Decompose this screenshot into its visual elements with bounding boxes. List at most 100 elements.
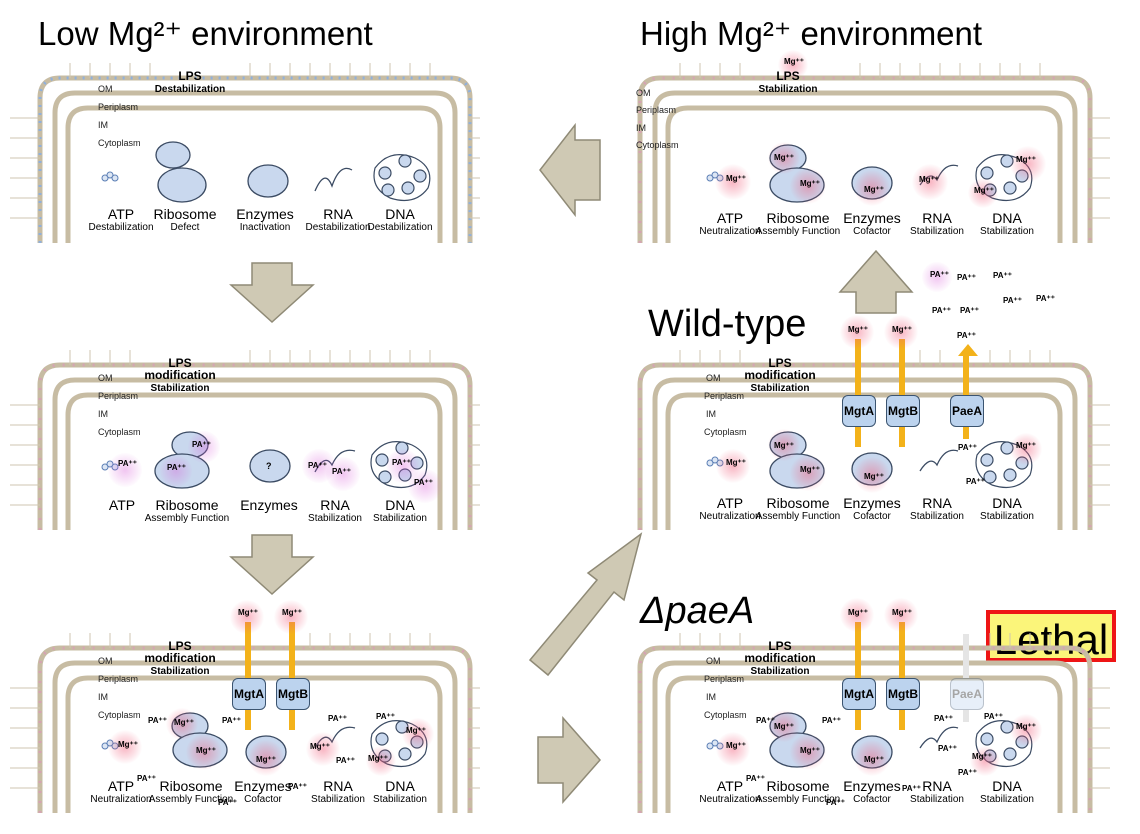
mg-ion-atp: Mg⁺⁺ <box>726 174 746 183</box>
mg-ion-ribosome-1: Mg⁺⁺ <box>774 722 794 731</box>
label-im: IM <box>98 120 108 130</box>
mg-ion-outside-1: Mg⁺⁺ <box>848 325 868 334</box>
ribosome-large-subunit-icon <box>157 167 207 203</box>
enzyme-icon <box>851 735 893 769</box>
mg-ion-dna-1: Mg⁺⁺ <box>406 726 426 735</box>
arrow-down-icon-1 <box>229 262 315 324</box>
pa-ion-5: PA⁺⁺ <box>336 756 355 765</box>
pa-ion-1: PA⁺⁺ <box>148 716 167 725</box>
label-im: IM <box>706 692 716 702</box>
mgta-channel: MgtA <box>842 395 876 427</box>
mgtb-channel: MgtB <box>886 395 920 427</box>
mg-ion-ribosome-2: Mg⁺⁺ <box>196 746 216 755</box>
mg-ion-rna: Mg⁺⁺ <box>310 742 330 751</box>
pa-ion-exported-5: PA⁺⁺ <box>960 306 979 315</box>
pa-ion-exported-7: PA⁺⁺ <box>1036 294 1055 303</box>
mg-ion-outside-1: Mg⁺⁺ <box>238 608 258 617</box>
dna-icon <box>975 720 1033 767</box>
atp-icon <box>101 739 119 750</box>
dna-icon <box>373 154 431 201</box>
mg-ion-outside-2: Mg⁺⁺ <box>892 325 912 334</box>
mg-ion-atp: Mg⁺⁺ <box>118 740 138 749</box>
rna-strand-icon <box>919 449 959 472</box>
mg-ion-rna: Mg⁺⁺ <box>919 175 939 184</box>
mg-ion-outside-2: Mg⁺⁺ <box>282 608 302 617</box>
label-im: IM <box>98 692 108 702</box>
heading-delta-paea: ΔpaeA <box>640 590 755 632</box>
label-cytoplasm: Cytoplasm <box>636 140 679 150</box>
pa-ion-rna-1: PA⁺⁺ <box>308 461 327 470</box>
pa-ion-exported-2: PA⁺⁺ <box>957 273 976 282</box>
atp-icon <box>706 739 724 750</box>
mg-ion-outside-1: Mg⁺⁺ <box>848 608 868 617</box>
pa-ion-7: PA⁺⁺ <box>288 782 307 791</box>
mg-ion-dna-1: Mg⁺⁺ <box>1016 155 1036 164</box>
mg-ion-dna: Mg⁺⁺ <box>1016 441 1036 450</box>
pa-ion-exported-3: PA⁺⁺ <box>993 271 1012 280</box>
mgta-channel: MgtA <box>232 678 266 710</box>
pa-ion-exported-1: PA⁺⁺ <box>930 270 949 279</box>
paea-channel-deleted: PaeA <box>950 678 984 710</box>
mg-ion-dna-1: Mg⁺⁺ <box>1016 722 1036 731</box>
pa-ion-6: PA⁺⁺ <box>958 768 977 777</box>
label-cytoplasm: Cytoplasm <box>98 138 141 148</box>
pa-ion-5: PA⁺⁺ <box>938 744 957 753</box>
arrow-up-icon <box>838 249 914 314</box>
mg-ion-ribosome-2: Mg⁺⁺ <box>800 465 820 474</box>
pa-ion-dna-2: PA⁺⁺ <box>414 478 433 487</box>
pa-ion-2: PA⁺⁺ <box>222 716 241 725</box>
pa-ion-rna-2: PA⁺⁺ <box>332 467 351 476</box>
mgtb-channel: MgtB <box>276 678 310 710</box>
atp-icon <box>101 460 119 471</box>
label-im: IM <box>98 409 108 419</box>
mg-ion-dna-2: Mg⁺⁺ <box>972 752 992 761</box>
ribosome-small-subunit-icon <box>155 141 191 169</box>
label-cytoplasm: Cytoplasm <box>98 427 141 437</box>
pa-ion-exported-6: PA⁺⁺ <box>1003 296 1022 305</box>
pa-ion-7: PA⁺⁺ <box>746 774 765 783</box>
mg-ion-atp: Mg⁺⁺ <box>726 741 746 750</box>
ribosome-large-subunit-icon <box>172 732 228 768</box>
pa-ion-8: PA⁺⁺ <box>902 784 921 793</box>
atp-icon <box>706 456 724 467</box>
mg-ion-enzyme: Mg⁺⁺ <box>864 755 884 764</box>
pa-ion-3: PA⁺⁺ <box>934 714 953 723</box>
enzyme-icon <box>245 735 287 769</box>
label-om: OM <box>98 84 113 94</box>
label-om: OM <box>706 373 721 383</box>
pa-ion-3: PA⁺⁺ <box>328 714 347 723</box>
paea-export-arrow-icon <box>958 344 978 356</box>
pa-ion-dna-1: PA⁺⁺ <box>392 458 411 467</box>
arrow-left-icon <box>539 122 601 218</box>
mg-ion-ribosome-1: Mg⁺⁺ <box>774 441 794 450</box>
label-cytoplasm: Cytoplasm <box>98 710 141 720</box>
mg-ion-ribosome-1: Mg⁺⁺ <box>774 153 794 162</box>
mg-ion-outside-2: Mg⁺⁺ <box>892 608 912 617</box>
